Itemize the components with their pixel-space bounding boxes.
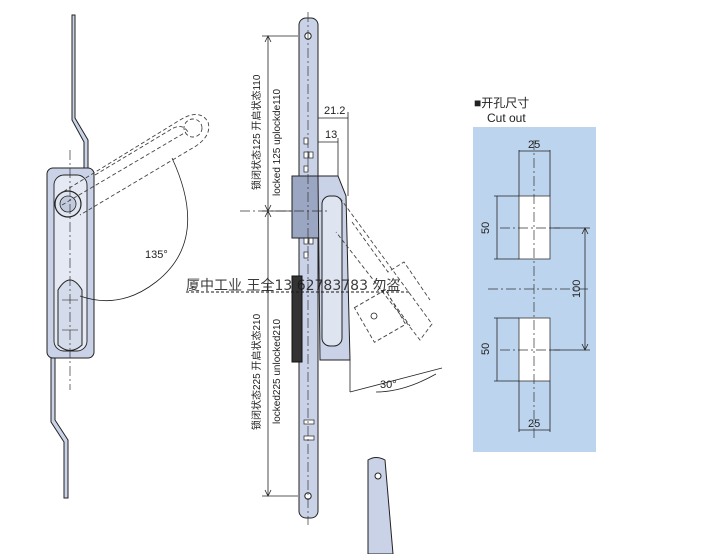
cutout-panel	[473, 127, 596, 452]
angle-arc-30	[375, 373, 437, 393]
angle-arc-135	[79, 157, 189, 302]
cutout-height-top-label: 50	[480, 222, 492, 234]
lower-dim-label-en: locked225 unlocked210	[272, 318, 283, 424]
upper-dim-label-en: locked 125 uplockde110	[272, 88, 283, 196]
lower-dim-label-cn: 锁闭状态225 开启状态210	[250, 313, 263, 430]
left-side-view: 135°	[46, 14, 210, 499]
housing-block	[291, 175, 323, 239]
dim-13-label: 13	[325, 129, 337, 141]
watermark: 厦中工业 王全13 62783783 勿盗	[186, 277, 400, 294]
front-view: 锁闭状态125 开启状态110 locked 125 uplockde110 锁…	[186, 12, 443, 554]
rod-plate	[298, 17, 319, 519]
cutout-spacing-label: 100	[571, 280, 583, 298]
dim-21-2-label: 21.2	[324, 105, 345, 117]
cutout-hole-bottom	[518, 317, 551, 382]
opened-handle-dashed	[57, 114, 210, 216]
cutout-width-top-label: 25	[528, 139, 540, 151]
upper-rod	[71, 14, 89, 171]
lower-rod	[50, 357, 69, 499]
cutout-height-bottom-label: 50	[480, 343, 492, 355]
cutout-hole-top	[518, 195, 551, 260]
upper-dim-label-cn: 锁闭状态125 开启状态110	[250, 74, 263, 190]
cutout-title-cn: ■开孔尺寸	[474, 96, 529, 110]
cutout-section: ■开孔尺寸 Cut out 25 25 50 50 10	[473, 96, 596, 452]
cutout-title-en: Cut out	[487, 111, 526, 125]
front-opened-handle-dashed	[335, 197, 433, 343]
dark-mount	[291, 275, 303, 363]
angle-135-label: 135°	[145, 249, 168, 261]
angle-30-label: 30°	[380, 379, 397, 391]
lower-tongue	[367, 457, 394, 554]
cutout-width-bottom-label: 25	[528, 418, 540, 430]
